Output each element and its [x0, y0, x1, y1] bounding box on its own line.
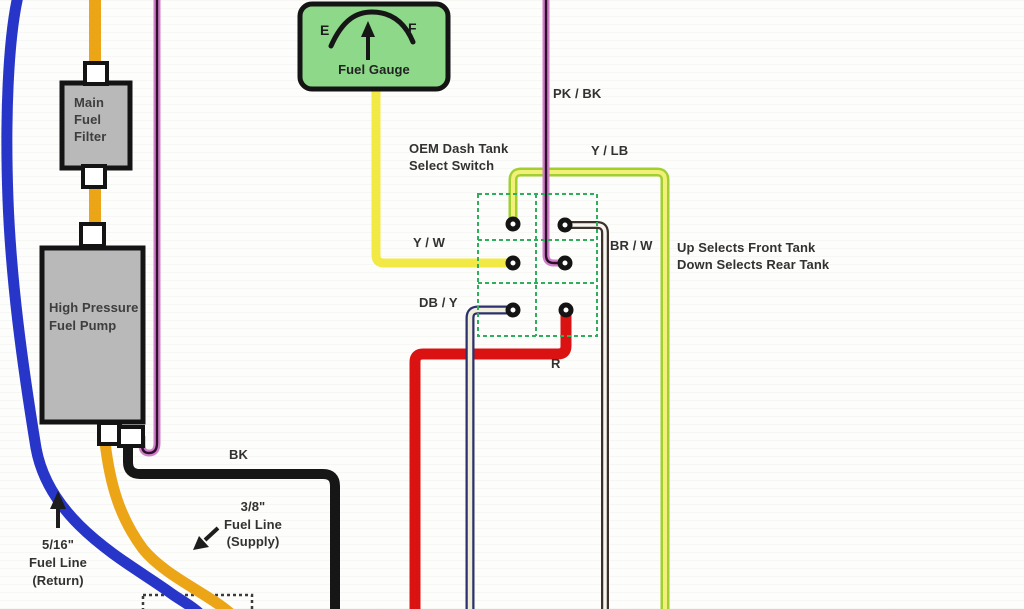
fuel-pump-label: High Pressure Fuel Pump [49, 300, 139, 334]
select-switch-note: Up Selects Front Tank Down Selects Rear … [677, 240, 830, 272]
return-line-label: 5/16" Fuel Line (Return) [29, 537, 87, 589]
filter-outlet-connector [81, 164, 107, 189]
switch-terminal-bottom-right [558, 302, 574, 318]
db-y-wire-label: DB / Y [419, 295, 458, 310]
y-w-wire-label: Y / W [413, 235, 446, 250]
fuel-gauge-label: Fuel Gauge [338, 62, 410, 77]
supply-line-label: 3/8" Fuel Line (Supply) [224, 499, 282, 550]
main-fuel-filter-label: Main Fuel Filter [74, 95, 107, 144]
return-line-arrow-icon [50, 491, 66, 528]
switch-terminal-middle-right [557, 255, 573, 271]
pump-electrical-connector [117, 425, 145, 448]
wire-y-lb-core [511, 170, 667, 609]
wire-pk-bk-core [544, 0, 561, 265]
wire-pk-bk [542, 0, 561, 267]
return-fuel-line [1, 0, 203, 609]
select-switch-dashed-outline [477, 193, 598, 337]
switch-terminal-top-right [557, 217, 573, 233]
select-switch-border [477, 193, 598, 337]
gauge-empty-mark: E [320, 22, 330, 38]
fuel-gauge-box [297, 1, 451, 92]
switch-terminal-middle-left [505, 255, 521, 271]
pump-outlet-connector [97, 421, 122, 446]
wire-y-lb [508, 167, 670, 609]
wire-red [409, 312, 572, 609]
gauge-arc [328, 9, 416, 49]
supply-line-arrow-icon [193, 526, 220, 550]
red-wire-label: R [551, 356, 561, 371]
gauge-full-mark: F [408, 20, 417, 36]
switch-terminal-bottom-left [505, 302, 521, 318]
br-w-wire-label: BR / W [610, 238, 653, 253]
wire-y-w [371, 86, 507, 268]
pk-bk-wire-label: PK / BK [553, 86, 602, 101]
gauge-needle-arrowhead-icon [361, 21, 375, 37]
bk-wire-label: BK [229, 447, 248, 462]
supply-fuel-line [99, 436, 234, 609]
switch-terminal-top-left [505, 216, 521, 232]
pump-inlet-connector [79, 222, 106, 248]
filter-inlet-connector [83, 61, 109, 86]
wire-bk-ground [123, 438, 340, 609]
select-switch-title: OEM Dash Tank Select Switch [409, 141, 509, 173]
y-lb-wire-label: Y / LB [591, 143, 629, 158]
